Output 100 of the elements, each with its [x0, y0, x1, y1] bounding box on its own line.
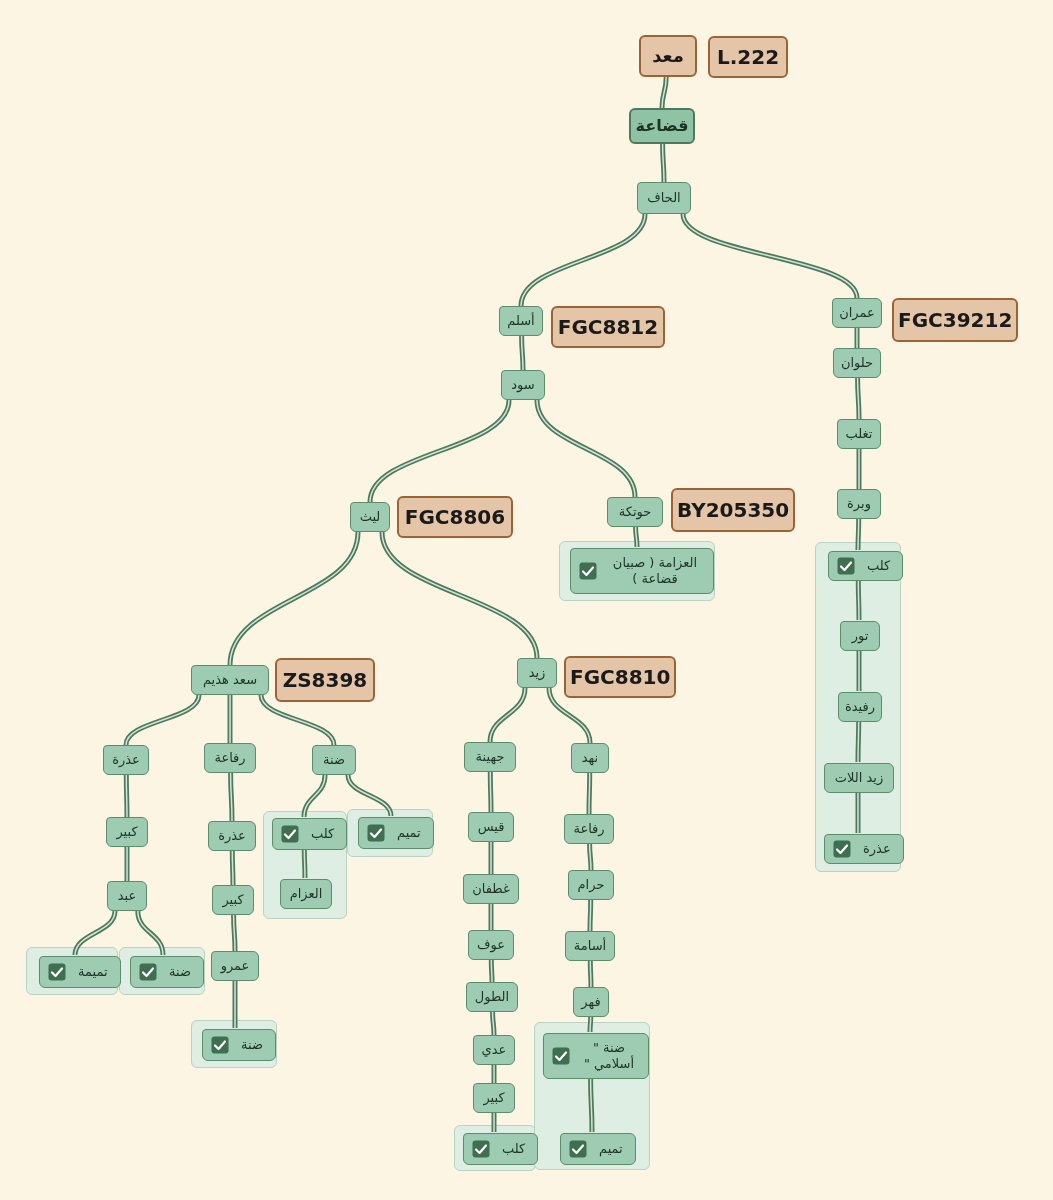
- checked-name-box: [202, 1029, 276, 1061]
- connector: [587, 899, 594, 932]
- name-text: حلوان: [839, 355, 875, 371]
- name-box: [501, 370, 545, 400]
- group-panel: [534, 1022, 650, 1170]
- connector: [855, 518, 862, 551]
- name-text: عدي: [480, 1042, 508, 1058]
- connector: [488, 959, 495, 983]
- name-box: [571, 743, 609, 773]
- name-box: [103, 745, 149, 775]
- name-text: فهر: [579, 994, 602, 1010]
- connector: [228, 772, 235, 822]
- name-box: [464, 742, 516, 772]
- connector: [301, 848, 308, 879]
- connector: [518, 213, 648, 307]
- group-panel: [26, 947, 118, 995]
- name-text: FGC8810: [569, 669, 672, 685]
- checked-name-box: [463, 1133, 539, 1165]
- connector: [345, 774, 394, 817]
- name-box: [637, 182, 691, 214]
- name-text: زيد: [527, 665, 547, 681]
- name-box: [208, 821, 256, 851]
- name-box: [607, 497, 663, 527]
- connector: [72, 910, 118, 956]
- name-box: [280, 879, 332, 909]
- name-box: [191, 665, 269, 695]
- name-text: ZS8398: [281, 672, 369, 688]
- name-text: كلب: [310, 826, 336, 842]
- name-text: غطفان: [471, 881, 511, 897]
- group-panel: [263, 811, 347, 919]
- connector: [124, 846, 130, 882]
- checked-name-box: [272, 818, 348, 850]
- connector: [856, 649, 862, 692]
- name-box: [204, 743, 256, 773]
- connector: [488, 841, 494, 875]
- connector: [367, 399, 512, 503]
- haplogroup-box: [275, 658, 375, 702]
- name-box: [824, 763, 894, 793]
- checked-name-box: [570, 548, 714, 594]
- connector: [258, 694, 337, 746]
- name-text: كلب: [866, 558, 892, 574]
- name-text: ضنة: [240, 1037, 264, 1053]
- haplogroup-box: [892, 298, 1019, 342]
- connector: [123, 774, 130, 818]
- name-text: أسلم: [506, 313, 536, 329]
- name-box: [838, 692, 882, 722]
- connector: [546, 687, 593, 744]
- haplogroup-box: [397, 496, 513, 538]
- name-text: كلب: [501, 1141, 527, 1157]
- connector: [123, 694, 202, 746]
- name-text: الطول: [473, 989, 511, 1005]
- name-text: ضنة " أسلامي ": [582, 1040, 636, 1072]
- connector: [534, 399, 638, 498]
- name-text: وبرة: [846, 496, 872, 512]
- checked-name-box: [130, 956, 204, 988]
- checked-name-box: [39, 956, 121, 988]
- name-text: الحاف: [646, 190, 682, 206]
- name-text: كبير: [221, 892, 245, 908]
- name-box: [468, 930, 514, 960]
- tribe-box: [629, 108, 695, 144]
- name-text: تميم: [598, 1141, 624, 1157]
- name-text: سعد هذيم: [201, 672, 259, 688]
- name-box: [212, 885, 254, 915]
- name-text: L.222: [715, 49, 781, 65]
- haplogroup-box: [671, 488, 796, 532]
- connector: [855, 791, 861, 834]
- connector: [491, 1112, 497, 1133]
- name-box: [473, 1083, 515, 1113]
- checked-name-box: [358, 817, 434, 849]
- checked-name-box: [824, 834, 904, 864]
- name-text: ضنة: [322, 752, 346, 768]
- name-text: كبير: [482, 1090, 506, 1106]
- name-box: [350, 502, 390, 532]
- name-text: عمرو: [219, 958, 251, 974]
- connector: [587, 960, 594, 988]
- group-panel: [191, 1020, 277, 1068]
- name-text: العزامة ( صبيان قضاعة ): [611, 555, 699, 587]
- name-box: [837, 489, 881, 519]
- haplogroup-box: [551, 306, 665, 348]
- connector: [379, 531, 540, 659]
- name-text: تميم: [396, 825, 422, 841]
- name-text: حرام: [576, 877, 606, 893]
- checked-name-box: [828, 551, 904, 581]
- name-text: زيد اللات: [833, 770, 885, 786]
- checked-name-box: [543, 1033, 649, 1079]
- connector: [586, 772, 593, 815]
- name-text: ضنة: [168, 964, 192, 980]
- connector: [232, 980, 238, 1029]
- name-box: [517, 658, 557, 688]
- name-box: [468, 812, 514, 842]
- connector: [633, 526, 640, 548]
- name-text: معد: [651, 48, 685, 64]
- name-box: [312, 745, 356, 775]
- connector: [855, 720, 862, 763]
- name-box: [107, 881, 147, 911]
- name-text: حوتكة: [617, 504, 653, 520]
- name-text: تور: [850, 628, 870, 644]
- connector: [519, 335, 526, 371]
- name-box: [473, 1035, 515, 1065]
- name-text: عذرة: [111, 752, 141, 768]
